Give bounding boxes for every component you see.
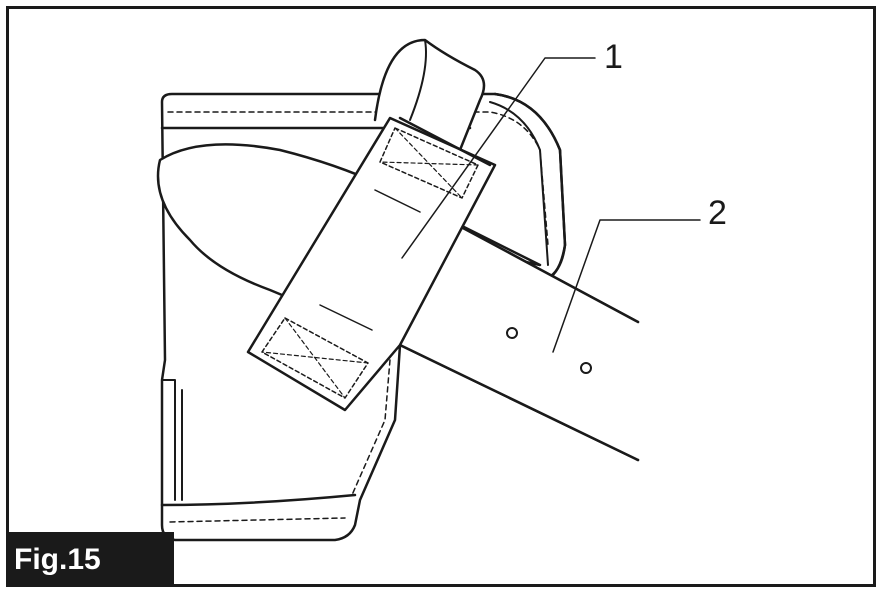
leader-line-2 [552, 219, 701, 353]
holster-top-stitch [167, 111, 549, 246]
holster-lower-stitch [351, 359, 391, 496]
holster-bottom-stitch [169, 517, 346, 523]
holster-right-inner [489, 101, 549, 266]
holster-bottom-band [160, 493, 357, 507]
belt-hole [506, 327, 518, 339]
belt-hole [580, 362, 592, 374]
holster-right-edge [493, 92, 567, 280]
callout-number: 1 [604, 38, 623, 76]
velcro-pad-top [379, 127, 479, 199]
belt-strip [400, 205, 638, 460]
leader-line-1 [401, 57, 596, 259]
holster-left-notch [161, 379, 176, 501]
figure-label: Fig.15 [6, 532, 174, 587]
callout-number: 2 [708, 194, 727, 232]
